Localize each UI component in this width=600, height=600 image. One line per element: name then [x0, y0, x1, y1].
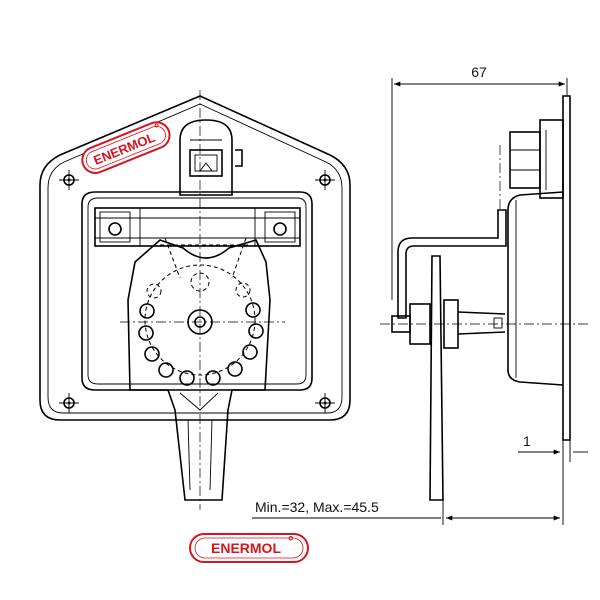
flange-outline [39, 95, 351, 421]
handle-grip [179, 392, 219, 491]
hinge-bar [94, 207, 301, 247]
logo-top-mark: ° [152, 120, 162, 136]
dimension-thickness: 1 [518, 430, 588, 462]
dimension-depth-value: 67 [471, 64, 487, 80]
logo-bottom-mark: ° [288, 533, 294, 549]
detent-holes [138, 272, 264, 386]
logo-bottom-text: ENERMOL [211, 540, 281, 556]
side-lock-boss [509, 119, 564, 199]
dimension-range-value: Min.=32, Max.=45.5 [255, 499, 379, 515]
recessed-pan [81, 191, 313, 391]
side-view [380, 95, 590, 501]
mounting-hole-bottom-right [315, 393, 335, 413]
mounting-hole-top-right [315, 170, 335, 190]
mounting-holes [59, 170, 335, 413]
mounting-hole-bottom-left [59, 393, 79, 413]
mounting-hole-top-left [59, 170, 79, 190]
side-bracket [397, 209, 507, 319]
side-pan [507, 191, 564, 386]
side-handle-plate [429, 255, 444, 501]
recessed-pan-inner [87, 197, 307, 385]
handle-body [127, 239, 271, 501]
side-flange [562, 95, 571, 441]
logo-bottom: ENERMOL ° [189, 533, 309, 563]
dimension-range: Min.=32, Max.=45.5 [252, 462, 564, 525]
logo-top: ENERMOL ° [81, 120, 171, 174]
dimension-thickness-value: 1 [523, 433, 531, 449]
flange-inner-outline [47, 103, 343, 414]
front-view [39, 90, 351, 510]
lock-boss [179, 119, 243, 196]
dimension-depth: 67 [391, 64, 568, 300]
